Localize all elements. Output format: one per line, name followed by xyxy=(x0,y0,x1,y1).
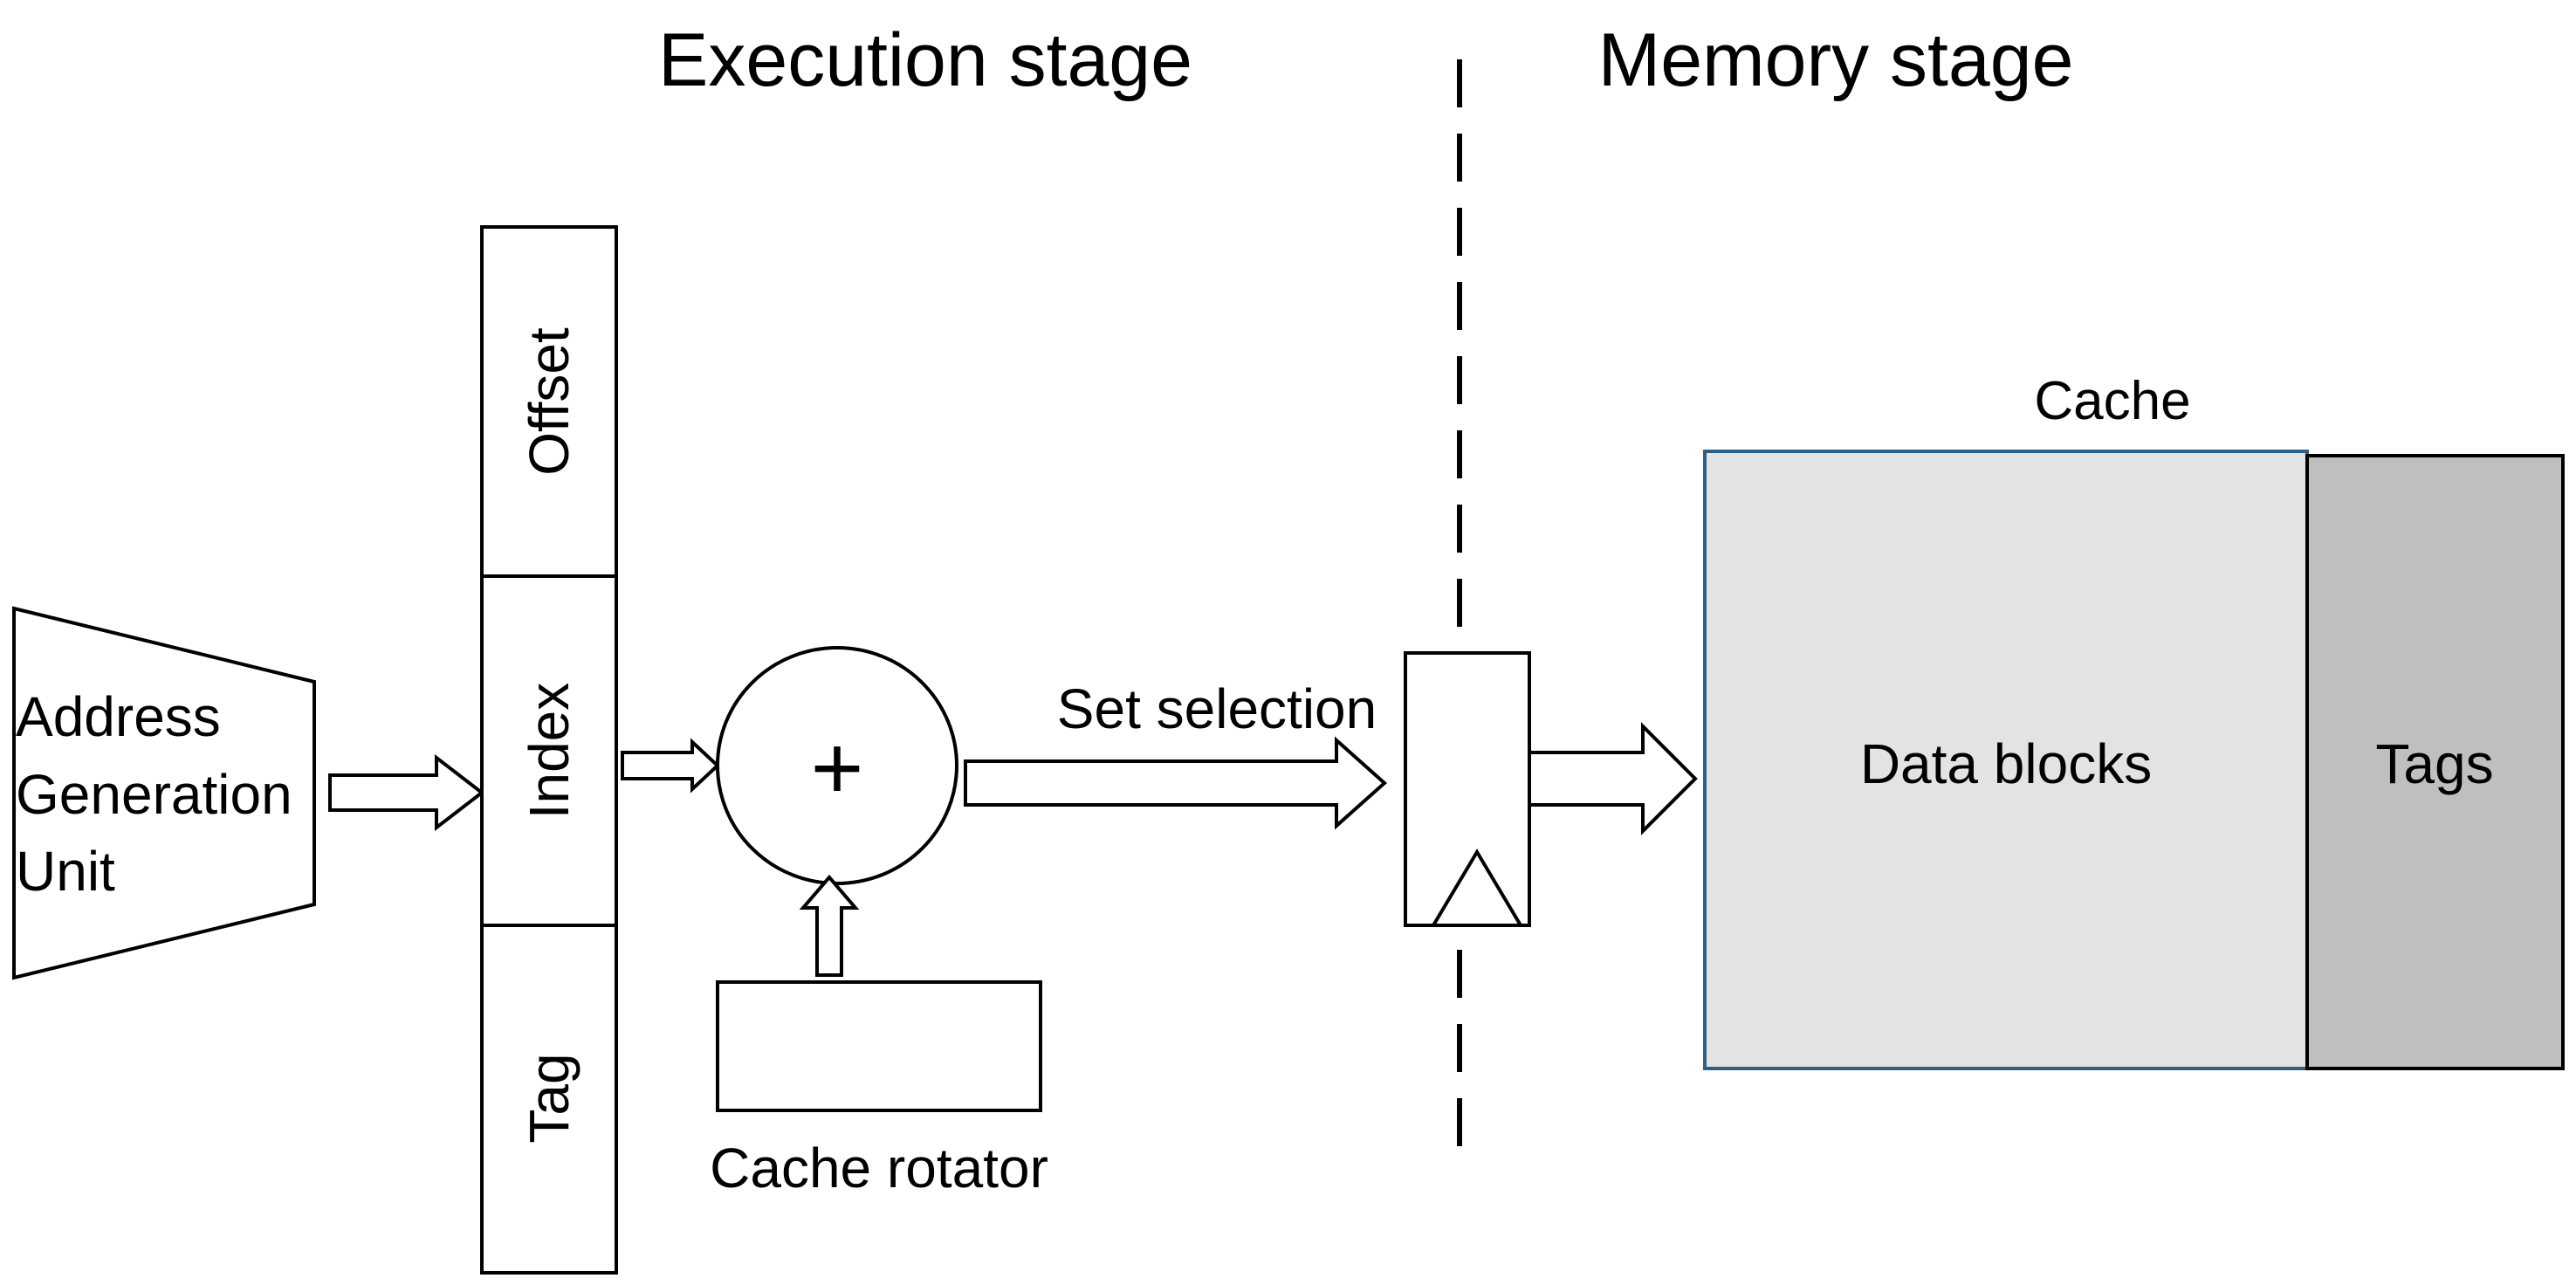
tags-label: Tags xyxy=(2375,732,2493,795)
address-fields: Offset Index Tag xyxy=(480,225,618,1275)
address-generation-unit xyxy=(12,606,316,980)
index-field xyxy=(480,574,618,927)
rotator-to-adder-arrow xyxy=(799,874,860,977)
tags-region xyxy=(2305,454,2565,1070)
index-to-adder-arrow xyxy=(621,738,720,794)
index-field-label: Index xyxy=(518,683,580,820)
execution-stage-title: Execution stage xyxy=(658,18,1192,102)
offset-field xyxy=(480,225,618,578)
offset-field-label: Offset xyxy=(518,327,580,476)
cache-title: Cache xyxy=(2034,371,2190,431)
agu-to-address-arrow xyxy=(328,753,485,832)
set-selection-arrow xyxy=(964,736,1388,830)
set-selection-label: Set selection xyxy=(1057,677,1377,740)
tag-field xyxy=(480,924,618,1275)
adder-circle xyxy=(716,646,958,885)
memory-stage-title: Memory stage xyxy=(1598,18,2074,102)
cache-rotator-label: Cache rotator xyxy=(710,1137,1048,1199)
register-clock-triangle xyxy=(1430,849,1524,927)
agu-label-line2: Generation xyxy=(16,763,292,826)
register-to-cache-arrow xyxy=(1528,722,1698,835)
tag-field-label: Tag xyxy=(518,1053,580,1143)
agu-label-line3: Unit xyxy=(16,840,115,903)
data-blocks-region xyxy=(1703,450,2309,1070)
data-blocks-label: Data blocks xyxy=(1860,732,2152,795)
cache-rotator-box xyxy=(716,980,1042,1112)
adder-plus-sign: + xyxy=(811,718,864,819)
agu-label-line1: Address xyxy=(16,685,221,748)
